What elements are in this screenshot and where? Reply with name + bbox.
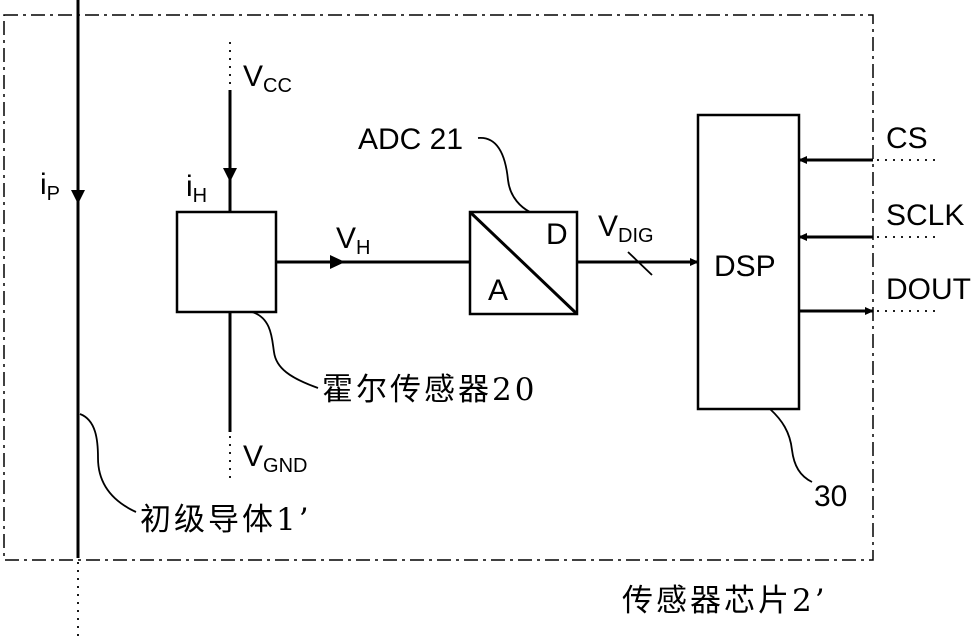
dsp-box <box>696 113 801 411</box>
vdig-bus-slash <box>627 251 653 276</box>
hall-leader <box>251 311 319 389</box>
ih-label: iH <box>186 170 207 207</box>
dsp-ref-label: 30 <box>814 480 847 513</box>
vcc-label: VCC <box>243 60 292 97</box>
primary-leader <box>79 413 137 513</box>
cs-label: CS <box>886 122 928 155</box>
adc-a-label: A <box>488 274 508 307</box>
dsp-leader <box>769 408 813 483</box>
ip-arrow <box>71 190 85 204</box>
chip-boundary <box>3 14 874 561</box>
primary-label: 初级导体1’ <box>140 502 312 538</box>
chip-label: 传感器芯片2’ <box>622 583 828 619</box>
adc-diagonal <box>468 210 579 316</box>
dout-label: DOUT <box>886 273 971 306</box>
hall-sensor-box <box>175 210 278 314</box>
vgnd-label: VGND <box>243 440 307 477</box>
vh-arrow <box>330 255 345 269</box>
adc-label: ADC 21 <box>358 123 463 156</box>
sclk-label: SCLK <box>886 199 964 232</box>
vh-label: VH <box>336 222 370 259</box>
dsp-label: DSP <box>714 250 776 283</box>
hall-label: 霍尔传感器20 <box>322 372 537 408</box>
adc-leader <box>477 137 531 213</box>
adc-d-label: D <box>546 218 568 251</box>
vdig-label: VDIG <box>598 210 654 247</box>
ip-label: iP <box>40 168 60 205</box>
ih-arrow <box>223 168 237 182</box>
